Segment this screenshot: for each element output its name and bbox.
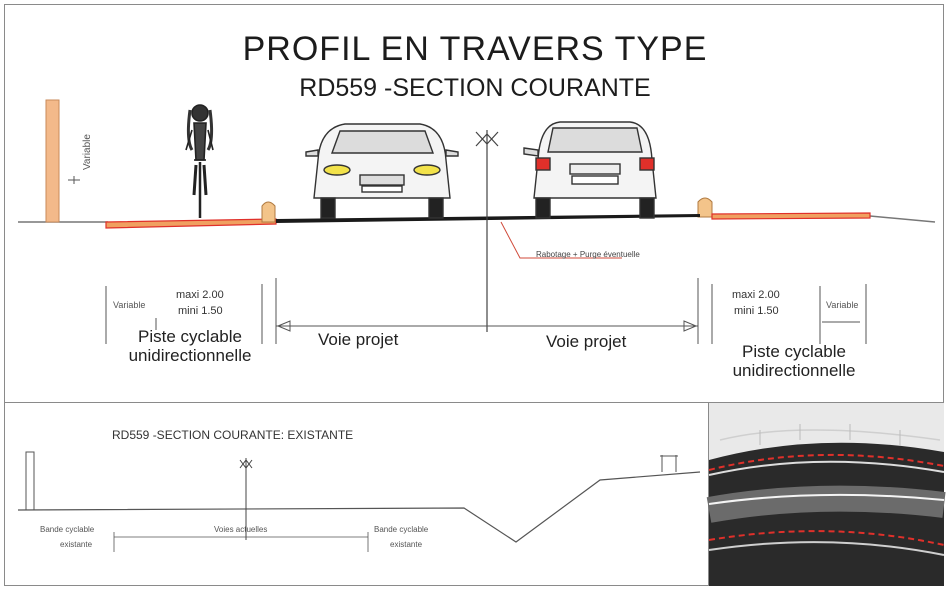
page-subtitle: RD559 -SECTION COURANTE bbox=[299, 74, 651, 102]
right-bike-lane-title-2: unidirectionnelle bbox=[732, 361, 856, 380]
ground-line-right bbox=[869, 215, 936, 223]
existing-pole bbox=[25, 451, 35, 511]
right-bike-lane-title-1: Piste cyclable bbox=[742, 342, 846, 361]
existing-section-title: RD559 -SECTION COURANTE: EXISTANTE bbox=[112, 428, 354, 442]
existing-right-lane-2: existante bbox=[390, 540, 423, 549]
left-bike-lane-surface bbox=[105, 218, 277, 229]
existing-road-photo bbox=[706, 403, 946, 586]
existing-middle-lane: Voies actuelles bbox=[214, 525, 268, 534]
car-rear-view bbox=[523, 121, 657, 219]
upper-dimension-lines bbox=[105, 278, 867, 344]
existing-axis-symbol bbox=[239, 458, 253, 540]
lane-label-right: Voie projet bbox=[546, 332, 627, 351]
existing-dimension-lines bbox=[113, 532, 369, 552]
vertical-pole bbox=[45, 99, 60, 223]
existing-left-lane-1: Bande cyclable bbox=[40, 525, 95, 534]
photo-divider bbox=[708, 402, 709, 586]
left-max-width: maxi 2.00 bbox=[176, 289, 224, 301]
lane-label-left: Voie projet bbox=[318, 330, 399, 349]
car-front-view bbox=[305, 123, 459, 219]
road-note: Rabotage + Purge éventuelle bbox=[536, 250, 640, 259]
right-max-width: maxi 2.00 bbox=[732, 289, 780, 301]
section-divider bbox=[4, 402, 944, 403]
page-title: PROFIL EN TRAVERS TYPE bbox=[242, 30, 708, 68]
right-bike-lane-surface bbox=[711, 212, 871, 220]
road-surface bbox=[276, 214, 700, 223]
right-bollard bbox=[697, 197, 713, 218]
pole-dimension-mark bbox=[68, 176, 80, 184]
left-variable-label: Variable bbox=[113, 300, 146, 310]
left-bike-lane-title-1: Piste cyclable bbox=[138, 327, 242, 346]
road-note-leader bbox=[500, 221, 622, 259]
left-min-width: mini 1.50 bbox=[178, 305, 223, 317]
right-min-width: mini 1.50 bbox=[734, 305, 779, 317]
existing-barrier bbox=[660, 455, 678, 472]
dimension-arrow-left bbox=[276, 320, 291, 332]
cyclist-figure bbox=[185, 104, 214, 218]
centre-axis-symbol bbox=[475, 130, 499, 332]
existing-right-lane-1: Bande cyclable bbox=[374, 525, 429, 534]
right-variable-label: Variable bbox=[826, 300, 859, 310]
left-bollard bbox=[261, 201, 276, 223]
existing-ground-profile bbox=[17, 471, 701, 543]
existing-left-lane-2: existante bbox=[60, 540, 93, 549]
left-bike-lane-title-2: unidirectionnelle bbox=[128, 346, 252, 365]
drawing-frame bbox=[4, 4, 944, 586]
dimension-arrow-right bbox=[683, 320, 698, 332]
